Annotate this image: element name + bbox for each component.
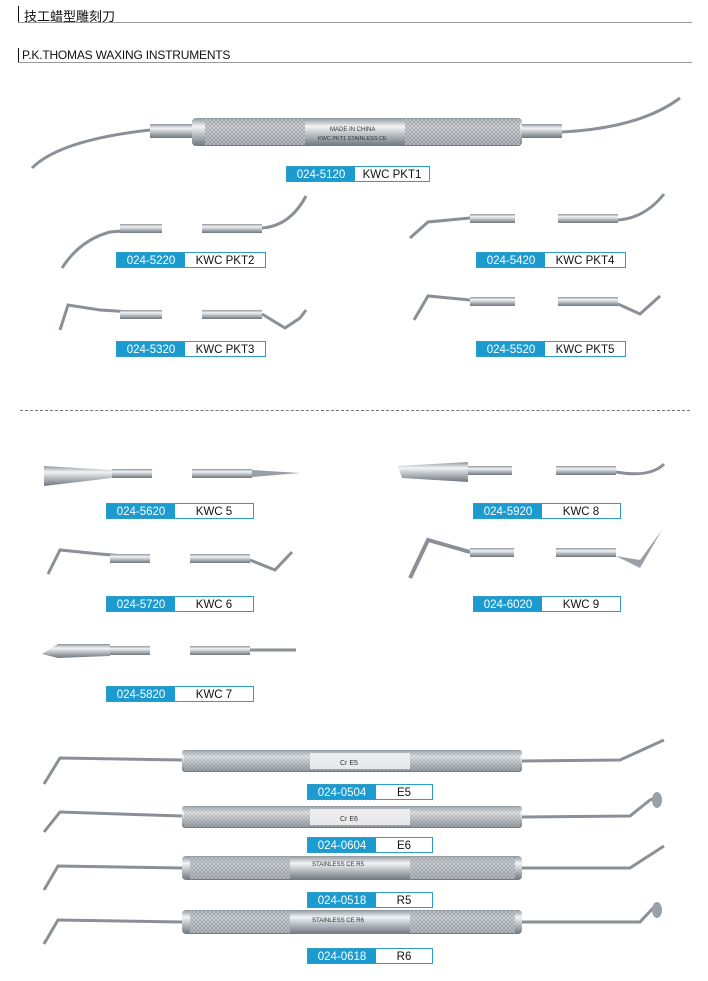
subheader-tick [18,48,19,62]
instrument-kwc9 [408,530,662,579]
product-label-kwc9: 024-6020 KWC 9 [473,596,621,612]
product-code: 024-5120 [287,167,355,181]
instrument-kwc6 [46,548,294,575]
product-label-e5: 024-0504 E5 [307,784,433,800]
product-name: KWC PKT1 [362,169,422,181]
product-name: KWC PKT2 [195,255,255,267]
product-code: 024-5720 [107,597,175,611]
product-code: 024-0504 [308,785,376,799]
product-name: E5 [396,787,412,799]
product-label-kwc8: 024-5920 KWC 8 [473,503,621,519]
product-code: 024-0604 [308,838,376,852]
instrument-kwc8 [398,462,666,482]
product-name: E6 [396,840,412,852]
product-name: KWC 9 [562,599,600,611]
product-code: 024-5620 [107,504,175,518]
product-code: 024-5220 [117,253,185,267]
instrument-pkt5 [412,294,662,321]
instrument-pkt1: MADE IN CHINA KWC PKT1 STAINLESS CE [30,96,681,170]
product-name: R6 [396,951,412,963]
instrument-kwc7 [42,644,296,658]
product-label-kwc5: 024-5620 KWC 5 [106,503,254,519]
section-title: P.K.THOMAS WAXING INSTRUMENTS [22,48,231,62]
instrument-pkt3 [58,303,308,331]
product-code: 024-5520 [477,342,545,356]
product-label-kwc6: 024-5720 KWC 6 [106,596,254,612]
product-name: R5 [396,895,412,907]
product-label-pkt2: 024-5220 KWC PKT2 [116,252,266,268]
product-label-pkt5: 024-5520 KWC PKT5 [476,341,626,357]
r5-handle-text: STAINLESS CE R5 [312,862,365,868]
instrument-kwc5 [44,466,300,486]
instrument-r6: STAINLESS CE R6 [42,902,662,945]
pkt1-handle-text-1: MADE IN CHINA [330,127,375,133]
header-rule [18,22,692,23]
product-label-r6: 024-0618 R6 [307,948,433,964]
product-label-e6: 024-0604 E6 [307,837,433,853]
product-code: 024-5420 [477,253,545,267]
product-label-pkt3: 024-5320 KWC PKT3 [116,341,266,357]
product-code: 024-6020 [474,597,542,611]
product-label-kwc7: 024-5820 KWC 7 [106,686,254,702]
section-divider [20,410,690,411]
product-code: 024-5920 [474,504,542,518]
product-label-pkt1: 024-5120 KWC PKT1 [286,166,430,182]
instrument-pkt4 [409,193,666,240]
product-name: KWC PKT5 [555,344,615,356]
pkt1-handle-text-2: KWC PKT1 STAINLESS CE [318,136,387,142]
e5-handle-text: Cr E5 [340,760,358,767]
instrument-e6: Cr E6 [42,792,662,833]
product-name: KWC PKT4 [555,255,615,267]
r6-handle-text: STAINLESS CE R6 [312,918,365,924]
product-name: KWC 7 [195,689,233,701]
section-rule [18,62,692,63]
instrument-e5: Cr E5 [42,738,665,785]
header-tick [18,6,19,22]
product-label-r5: 024-0518 R5 [307,892,433,908]
product-name: KWC 6 [195,599,233,611]
product-name: KWC 5 [195,506,233,518]
product-name: KWC PKT3 [195,344,255,356]
instrument-r5: STAINLESS CE R5 [42,844,665,891]
product-name: KWC 8 [562,506,600,518]
product-code: 024-5820 [107,687,175,701]
product-label-pkt4: 024-5420 KWC PKT4 [476,252,626,268]
product-code: 024-0618 [308,949,376,963]
product-code: 024-0518 [308,893,376,907]
page-title: 技工蜡型雕刻刀 [24,9,116,24]
product-code: 024-5320 [117,342,185,356]
instrument-pkt2 [60,195,308,269]
e6-handle-text: Cr E6 [340,816,358,823]
